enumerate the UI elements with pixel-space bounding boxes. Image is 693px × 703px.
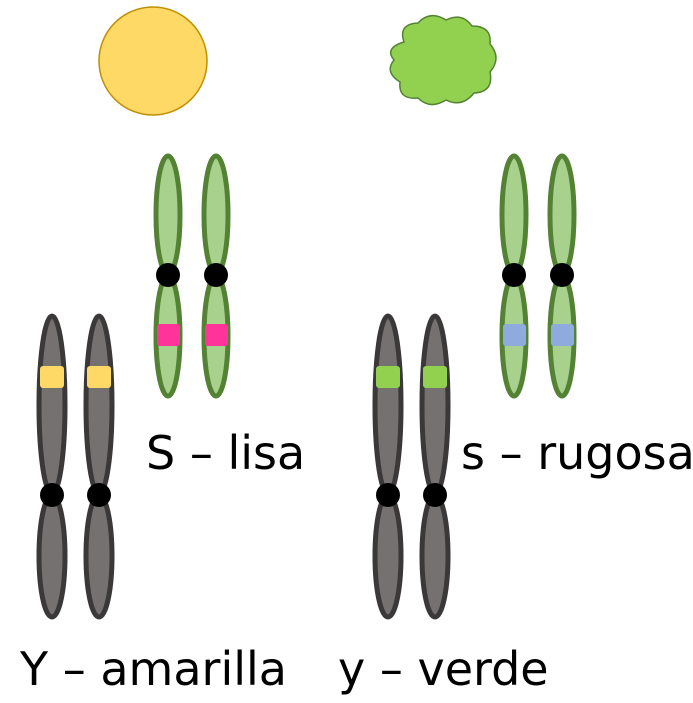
chromatid xyxy=(204,156,228,396)
allele-band xyxy=(551,324,574,346)
label-yellow: Y – amarilla xyxy=(19,642,287,696)
chromatid xyxy=(502,156,526,396)
centromere xyxy=(550,263,574,287)
label-green: y – verde xyxy=(338,642,549,696)
allele-band xyxy=(376,366,400,388)
chromatid xyxy=(156,156,180,396)
allele-band xyxy=(423,366,447,388)
yellow-round-pea-icon xyxy=(99,7,207,115)
allele-band xyxy=(87,366,111,388)
allele-band xyxy=(157,324,180,346)
label-smooth: S – lisa xyxy=(146,426,305,480)
green-wrinkled-pea-icon xyxy=(390,16,496,105)
label-wrinkled: s – rugosa xyxy=(461,426,693,480)
centromere xyxy=(204,263,228,287)
allele-band xyxy=(205,324,228,346)
chromatid xyxy=(422,316,448,617)
chromatid xyxy=(375,316,401,617)
chromosome-pair-y xyxy=(375,316,448,617)
centromere xyxy=(40,483,64,507)
allele-band xyxy=(40,366,64,388)
chromatid xyxy=(550,156,574,396)
chromosome-pair-S xyxy=(156,156,228,396)
chromatid xyxy=(86,316,112,617)
chromosome-pair-Y xyxy=(39,316,112,617)
allele-band xyxy=(503,324,526,346)
chromosome-pair-s xyxy=(502,156,574,396)
centromere xyxy=(502,263,526,287)
centromere xyxy=(376,483,400,507)
chromatid xyxy=(39,316,65,617)
centromere xyxy=(87,483,111,507)
centromere xyxy=(156,263,180,287)
centromere xyxy=(423,483,447,507)
